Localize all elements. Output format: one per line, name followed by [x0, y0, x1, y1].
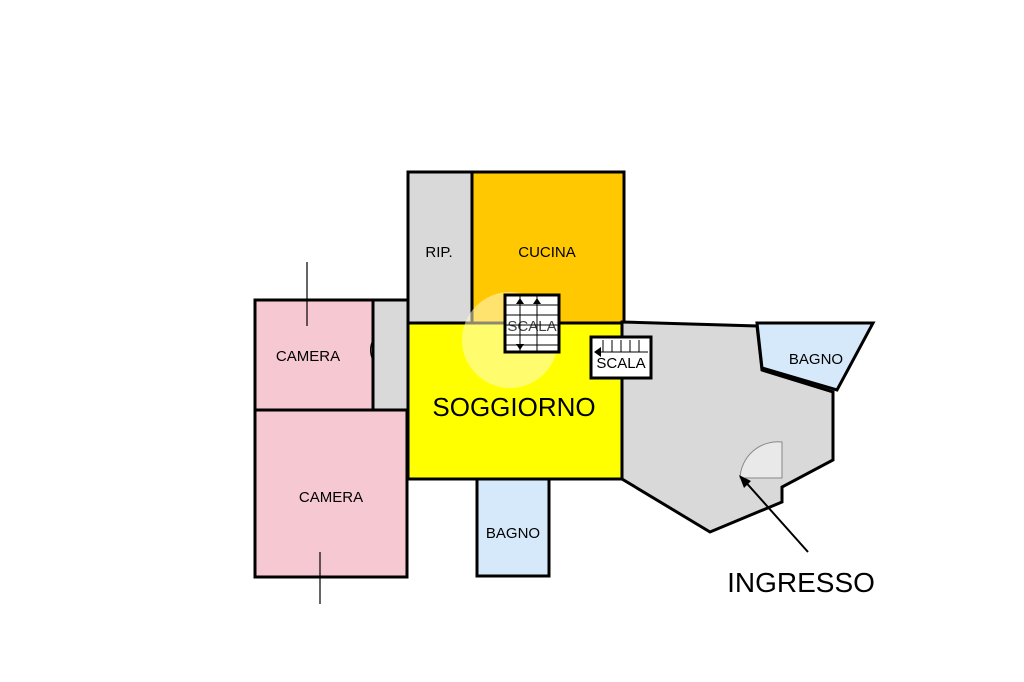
label-scala-right: SCALA [596, 355, 645, 372]
bagno-right-room [755, 321, 876, 392]
camera-bottom-room [253, 408, 409, 579]
stair-right-steps [594, 340, 648, 357]
camera-top-room [253, 298, 375, 412]
label-camera-bottom: CAMERA [299, 489, 363, 506]
bagno-bottom-room [475, 477, 551, 578]
ingresso-arrow [741, 477, 809, 553]
corridor-room [371, 298, 410, 412]
label-camera-top: CAMERA [276, 348, 340, 365]
door-arc-camera [369, 339, 374, 361]
label-soggiorno: SOGGIORNO [432, 392, 595, 422]
label-scala-center: SCALA [507, 318, 556, 335]
label-bagno-right: BAGNO [789, 351, 843, 368]
entrance-door-swing [739, 441, 783, 479]
label-ingresso: INGRESSO [727, 567, 875, 598]
ingresso-arrowhead [739, 475, 751, 488]
label-cucina: CUCINA [518, 244, 576, 261]
label-rip: RIP. [425, 244, 452, 261]
label-bagno-bottom: BAGNO [486, 525, 540, 542]
stair-center-steps [505, 295, 559, 352]
